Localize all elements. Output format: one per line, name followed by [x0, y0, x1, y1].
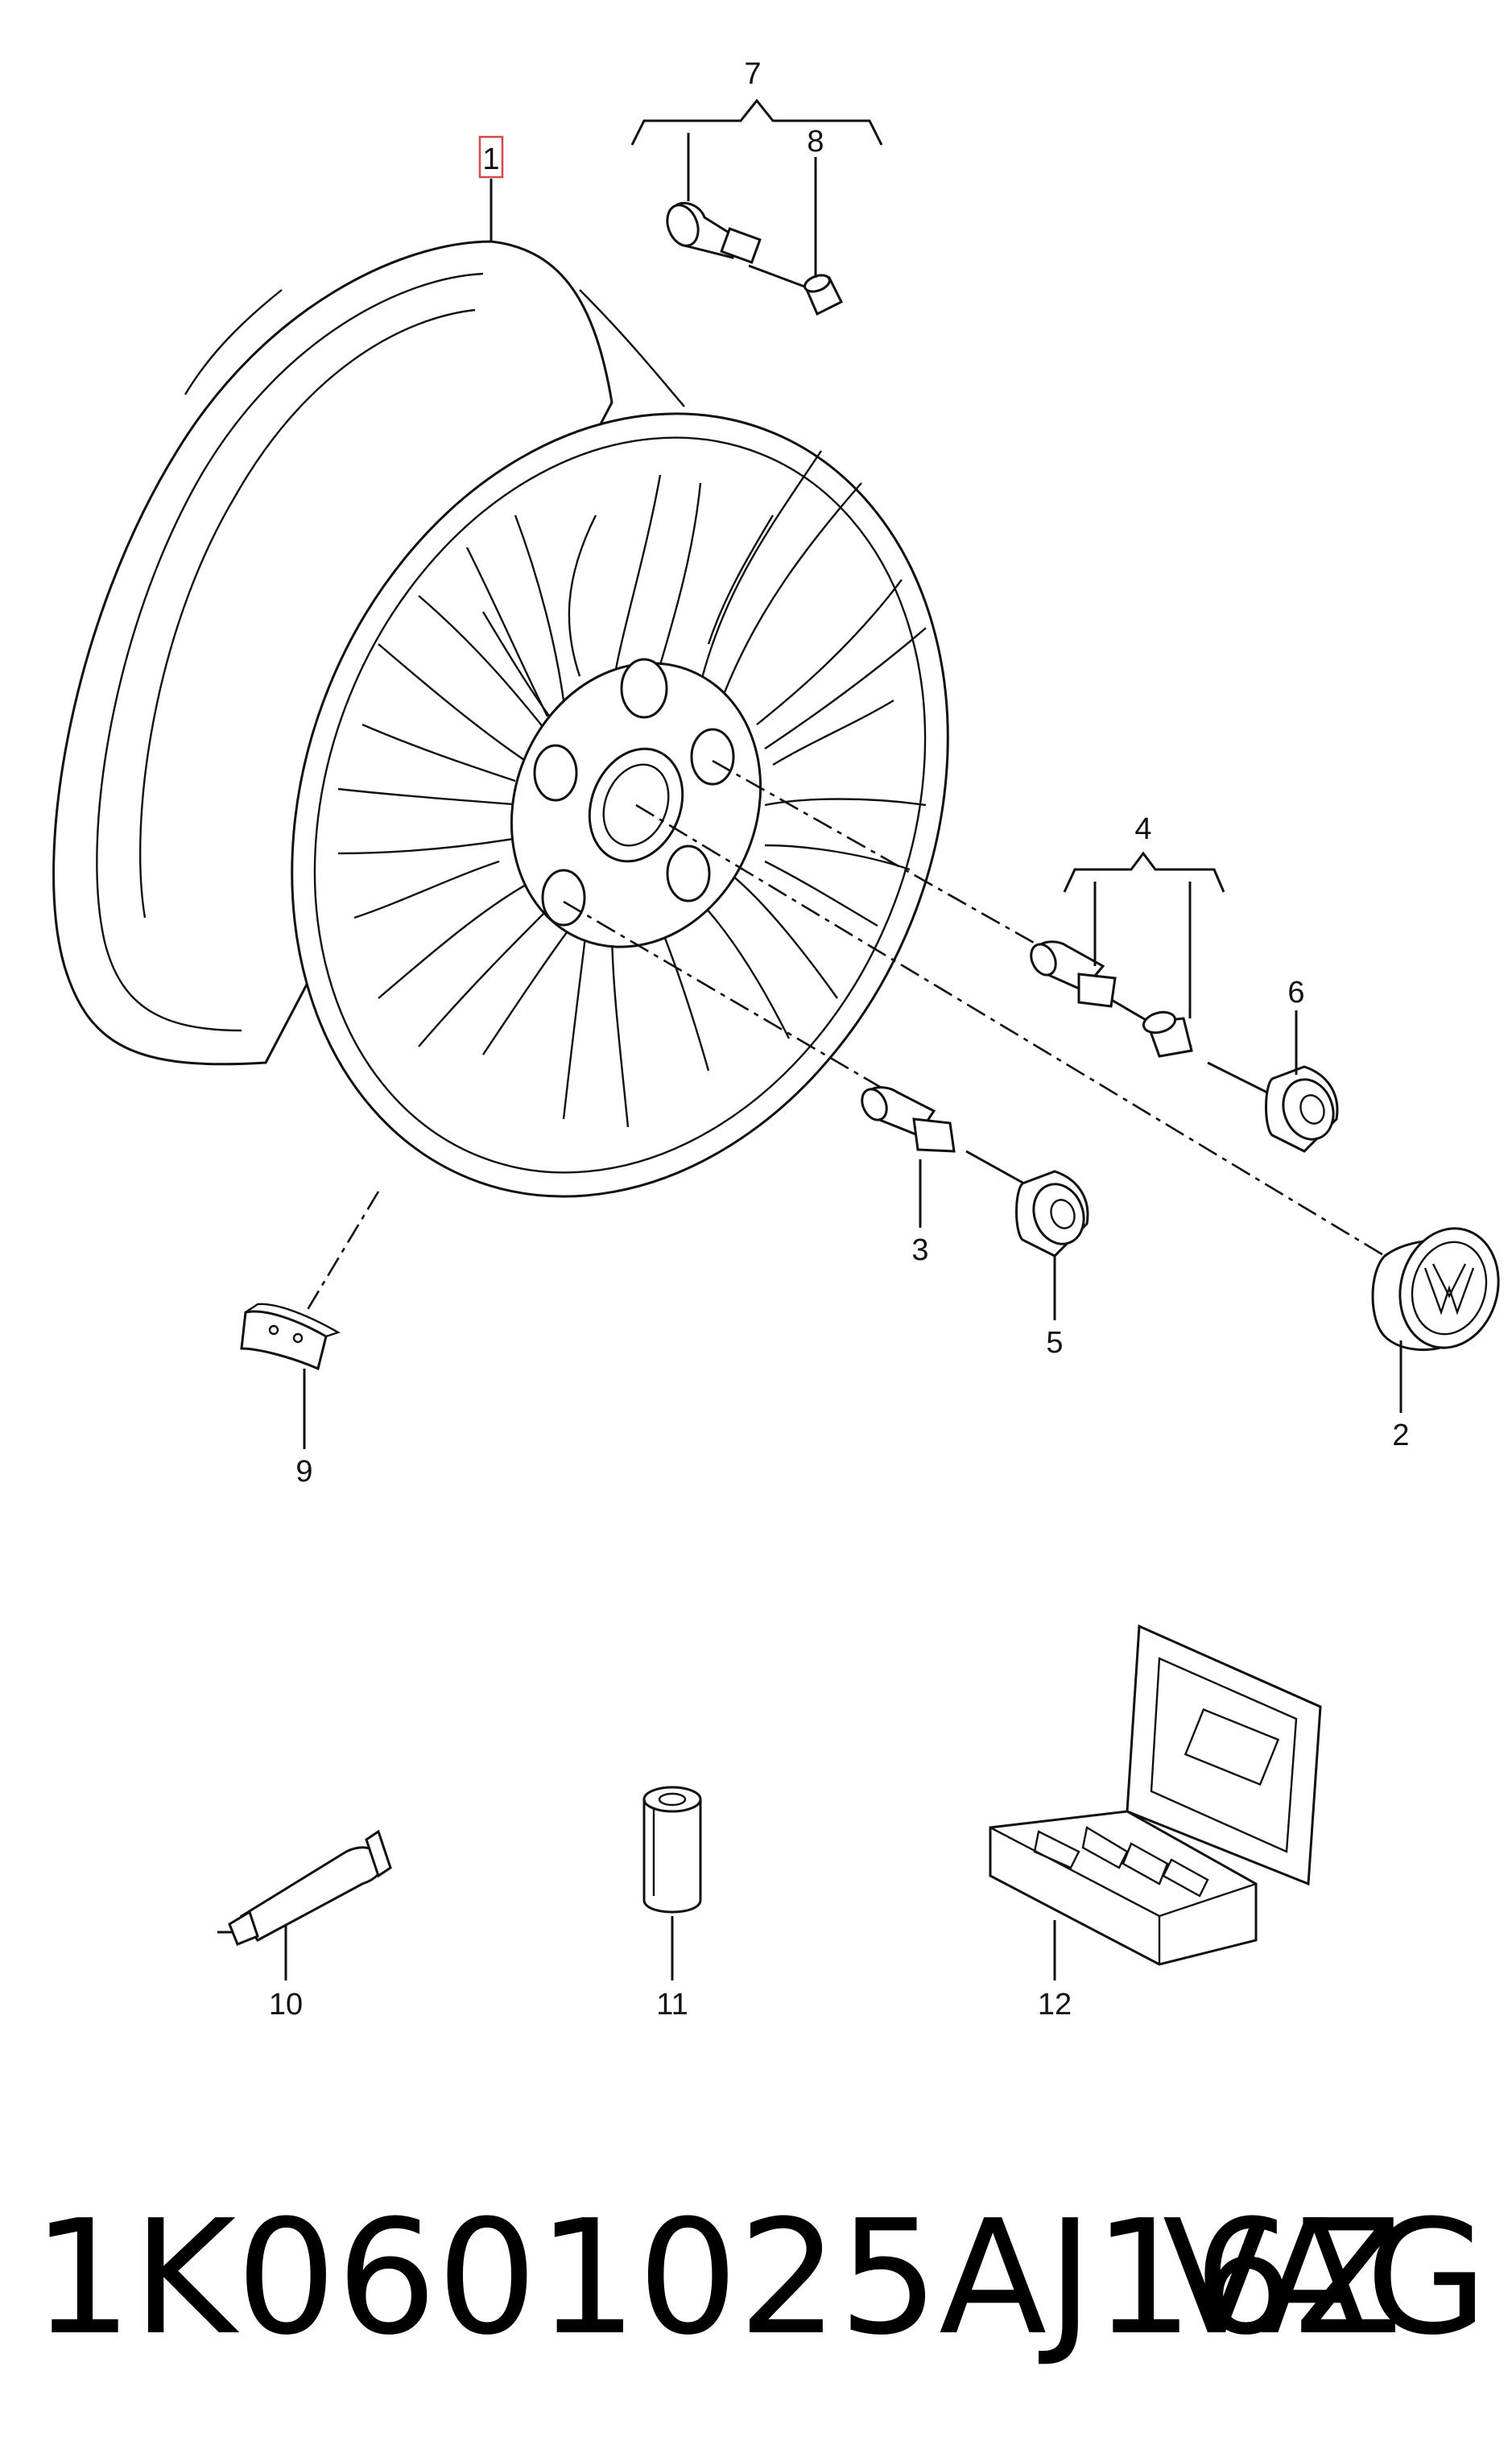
callout-7: 7	[744, 57, 761, 91]
leader-lines	[284, 98, 1403, 1980]
grease-tube	[217, 1829, 392, 1946]
balance-weight	[240, 1303, 341, 1371]
callout-6: 6	[1287, 976, 1304, 1010]
bolt-cap-6	[1265, 1065, 1339, 1153]
alloy-wheel	[52, 240, 949, 1198]
footer: 1K0601025AJ16Z VAG	[0, 2158, 1512, 2399]
spoke-windows	[353, 514, 894, 1072]
brand-name: VAG	[1162, 2187, 1488, 2370]
bolt-case	[989, 1624, 1322, 1966]
callout-3: 3	[911, 1233, 928, 1267]
callout-4: 4	[1134, 812, 1151, 846]
lock-bolt-set	[1030, 940, 1193, 1058]
callout-11: 11	[656, 1988, 688, 2022]
callout-10: 10	[269, 1988, 303, 2022]
wheel-bolt	[861, 1086, 956, 1153]
callout-9: 9	[295, 1455, 312, 1489]
callout-2: 2	[1392, 1419, 1409, 1452]
callout-1-highlight	[478, 135, 504, 179]
hub-cap	[1371, 1227, 1500, 1352]
vw-logo-icon	[1423, 1263, 1475, 1315]
callout-5: 5	[1046, 1326, 1063, 1360]
bolt-cap-5	[1015, 1170, 1089, 1258]
part-number: 1K0601025AJ16Z	[32, 2187, 1403, 2370]
sealant-cylinder	[642, 1786, 702, 1914]
callout-1: 1	[482, 142, 499, 176]
callout-8: 8	[807, 125, 824, 159]
tire-valve	[666, 201, 762, 264]
valve-cap	[803, 274, 844, 316]
callout-12: 12	[1038, 1988, 1072, 2022]
